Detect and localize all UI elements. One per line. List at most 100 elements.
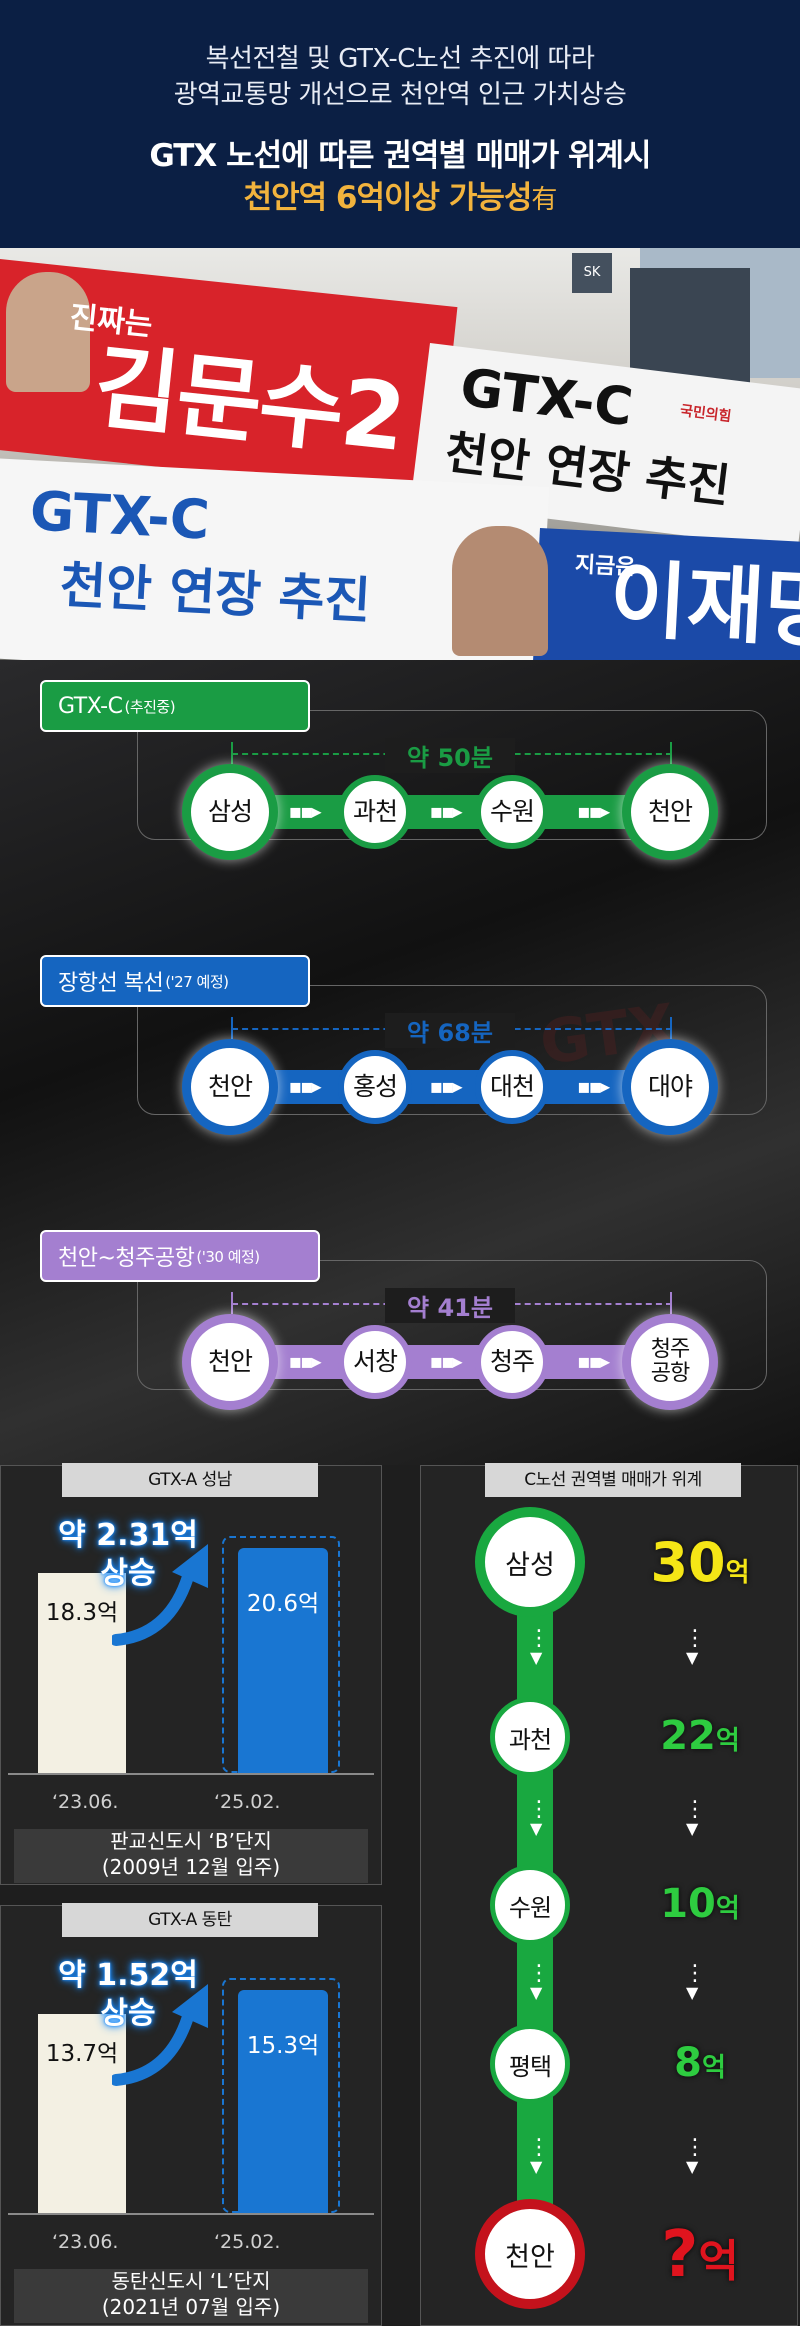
down-arrow-line: ⋮ [528,1625,550,1651]
price-label: 10억 [620,1881,780,1927]
station-node: 천안 [622,764,718,860]
rise-amount: 약 2.31억 [58,1518,198,1553]
down-arrow-line: ⋮ [528,1797,550,1822]
chart-axis [8,2213,374,2215]
price-label: ?억 [620,2218,780,2292]
chart-caption: 동탄신도시 ‘L’단지(2021년 07월 입주) [14,2269,368,2323]
duration-label: 약 41분 [385,1288,515,1323]
route-label-text: 천안~청주공항 [58,1246,195,1271]
hierarchy-tag: C노선 권역별 매매가 위계 [485,1463,741,1497]
route-arrow: ▪▪▸ [288,1349,322,1373]
price-arrow-head: ▼ [686,1647,699,1667]
price-unit: 억 [725,1558,750,1588]
price-value: 22 [660,1713,716,1759]
campaign-banner-photo: SK 진짜는 김문수2 GTX-C 천안 연장 추진 국민의힘 GTX-C 천안… [0,248,800,660]
station-node: 청주 공항 [622,1314,718,1410]
price-arrow-head: ▼ [686,2157,699,2176]
bar-before: 18.3억 [38,1573,126,1773]
hierarchy-station: 평택 [490,2024,570,2104]
caption-line-1: 판교신도시 ‘B’단지 [110,1829,272,1853]
duration-tick-right [670,1292,672,1314]
route-label-note: ('27 예정) [165,972,229,991]
station-node: 천안 [182,1039,278,1135]
route-label: 천안~청주공항 ('30 예정) [40,1230,320,1282]
route-panel [137,985,767,1115]
hierarchy-station: 천안 [475,2199,585,2309]
price-unit: 억 [701,2053,726,2083]
route-arrow: ▪▪▸ [288,1074,322,1098]
duration-tick-left [231,1017,233,1039]
route-bar [230,1345,670,1379]
rise-amount: 약 1.52억 [58,1958,198,1993]
rise-word: 상승 [100,1995,156,2031]
chart-axis [8,1773,374,1775]
header-title: GTX 노선에 따른 권역별 매매가 위계시 [149,138,651,174]
station-node: 삼성 [182,764,278,860]
station-node: 대야 [622,1039,718,1135]
price-value: ? [661,2218,699,2292]
station-node: 청주 [475,1325,549,1399]
bar-after: 15.3억 [238,1990,328,2213]
rise-word: 상승 [100,1555,156,1591]
curve-arrowhead [172,1544,208,1588]
station-node: 서창 [338,1325,412,1399]
down-arrow-head: ▼ [530,1647,543,1667]
header-line-2: 광역교통망 개선으로 천안역 인근 가치상승 [173,80,627,110]
price-value: 10 [660,1881,716,1927]
caption-line-2: (2021년 07월 입주) [101,2294,281,2319]
station-node: 수원 [475,775,549,849]
price-arrow-line: ⋮ [684,2135,706,2160]
price-arrow-line: ⋮ [684,1625,706,1651]
down-arrow-head: ▼ [530,1982,543,2002]
duration-tick-left [231,742,233,764]
candidate-photo-2 [452,526,548,656]
duration-tick-left [231,1292,233,1314]
hierarchy-station: 수원 [490,1865,570,1945]
route-label-note: ('30 예정) [196,1247,260,1266]
curve-path [112,1564,196,1646]
right-banner-big-text: 이재명 [607,549,800,660]
route-bar [230,795,670,829]
route-arrow: ▪▪▸ [288,799,322,823]
price-value: 8 [674,2040,702,2086]
station-node: 대천 [475,1050,549,1124]
chart-caption: 판교신도시 ‘B’단지(2009년 12월 입주) [14,1829,368,1883]
route-panel [137,1260,767,1390]
route-arrow: ▪▪▸ [429,799,463,823]
x-tick-label: ‘25.02. [214,1791,281,1813]
route-arrow: ▪▪▸ [429,1349,463,1373]
price-value: 30 [650,1531,726,1594]
building-sign: SK [572,253,612,293]
station-node: 홍성 [338,1050,412,1124]
price-label: 8억 [620,2040,780,2086]
price-arrow-line: ⋮ [684,1960,706,1986]
route-bar [230,1070,670,1104]
highlight-suffix: 有 [531,185,557,215]
caption-line-1: 동탄신도시 ‘L’단지 [111,2269,271,2293]
x-tick-label: ‘23.06. [52,2231,119,2253]
route-arrow: ▪▪▸ [577,1074,610,1098]
route-arrow: ▪▪▸ [429,1074,463,1098]
x-tick-label: ‘23.06. [52,1791,119,1813]
chart-tag: GTX-A 동탄 [62,1903,318,1937]
duration-tick-right [670,1017,672,1039]
route-label: GTX-C (추진중) [40,680,310,732]
station-node: 천안 [182,1314,278,1410]
duration-label: 약 68분 [385,1013,515,1048]
route-panel [137,710,767,840]
header-highlight: 천안역 6억이상 가능성有 [0,172,800,217]
station-node: 과천 [338,775,412,849]
route-label-text: 장항선 복선 [58,971,164,996]
highlight-text: 천안역 6억이상 가능성 [243,180,533,216]
price-unit: 억 [698,2236,739,2287]
down-arrow-line: ⋮ [528,2135,550,2160]
chart-tag: GTX-A 성남 [62,1463,318,1497]
price-label: 22억 [620,1713,780,1759]
curve-path [112,2004,196,2086]
price-arrow-line: ⋮ [684,1797,706,1822]
blue-text-banner-line-1: GTX-C [28,479,212,552]
